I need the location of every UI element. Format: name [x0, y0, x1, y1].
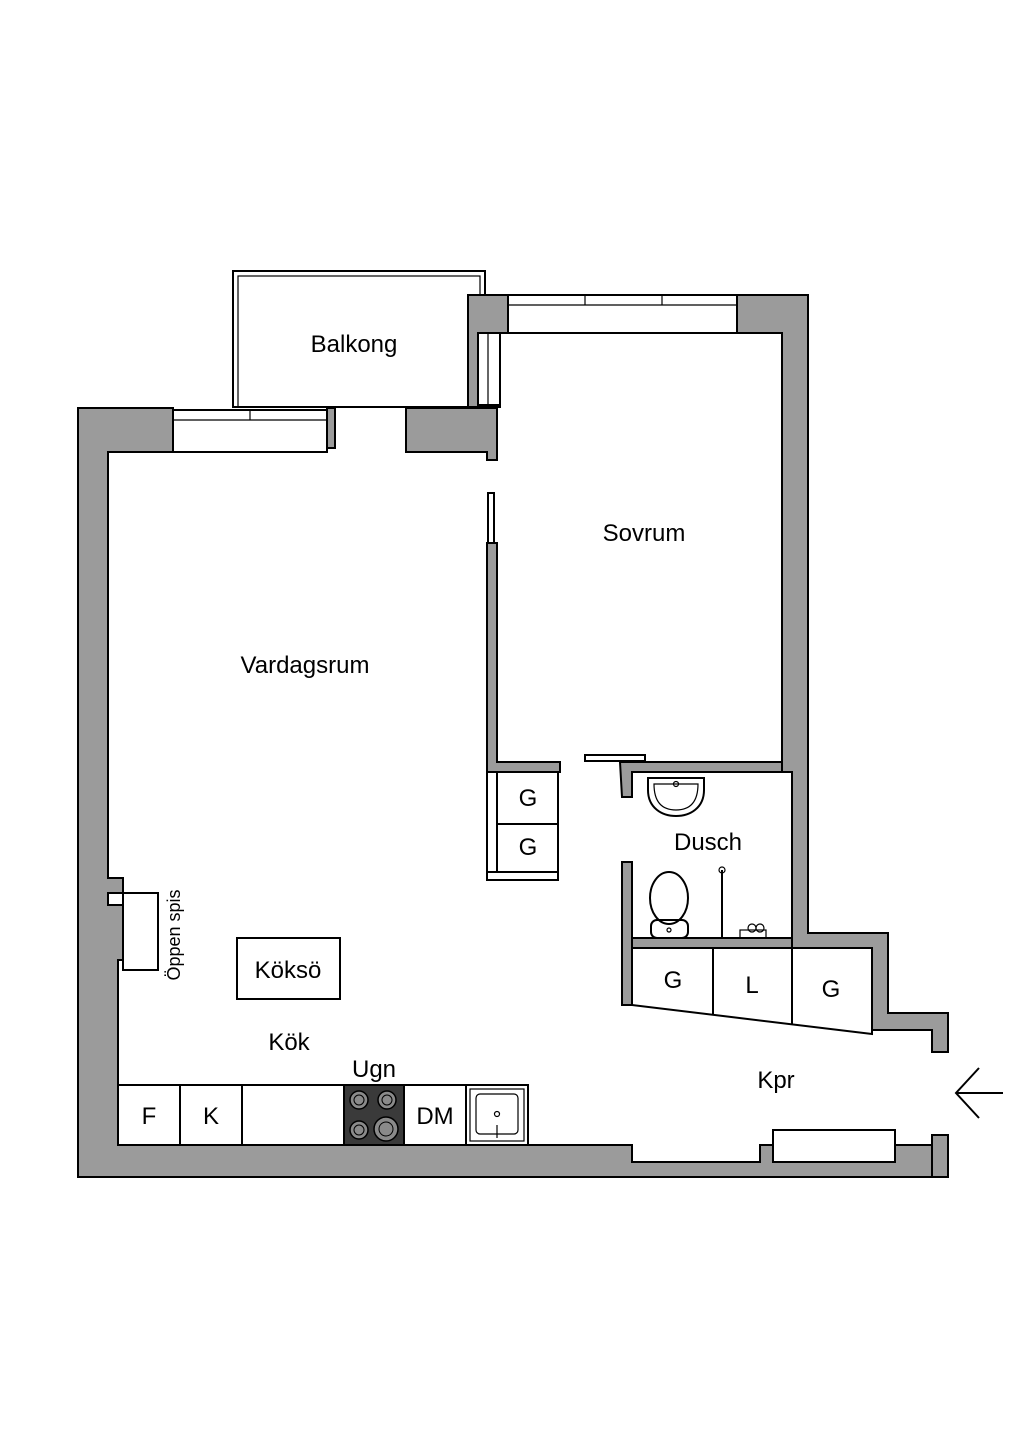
hall-closets: G L G [631, 947, 873, 1036]
windows [172, 294, 738, 453]
kitchen-island-label: Köksö [255, 957, 322, 984]
kitchen-counter: F K DM [117, 1084, 529, 1146]
shower-icon [718, 866, 767, 939]
stove-icon [343, 1084, 405, 1146]
wardrobe-upper-label: G [519, 785, 538, 812]
hall-closet-left-label: G [664, 967, 683, 994]
hall-closet-right-label: G [822, 976, 841, 1003]
room-label-sovrum: Sovrum [603, 520, 686, 547]
wardrobe-lower-label: G [519, 834, 538, 861]
room-label-kok: Kök [268, 1029, 310, 1056]
kitchen-sink-icon [469, 1088, 525, 1142]
kitchen-island: Köksö [236, 937, 341, 1000]
dishwasher-label: DM [416, 1103, 453, 1130]
room-label-dusch: Dusch [674, 829, 742, 856]
hall-bench [772, 1129, 896, 1163]
room-label-kpr: Kpr [757, 1067, 794, 1094]
room-label-ugn: Ugn [352, 1056, 396, 1083]
hall-closet-middle-label: L [745, 972, 758, 999]
entrance-arrow-icon [954, 1067, 1003, 1119]
fireplace: Öppen spis [122, 889, 184, 981]
wardrobes: G G [486, 771, 559, 881]
bathroom-fixtures [647, 777, 767, 939]
fireplace-label: Öppen spis [164, 889, 184, 980]
freezer-label: F [142, 1103, 157, 1130]
toilet-icon [649, 871, 689, 939]
sink-icon [647, 777, 705, 818]
fridge-label: K [203, 1103, 219, 1130]
room-label-balkong: Balkong [311, 331, 398, 358]
room-label-vardagsrum: Vardagsrum [241, 652, 370, 679]
interior-walls [486, 492, 793, 1006]
